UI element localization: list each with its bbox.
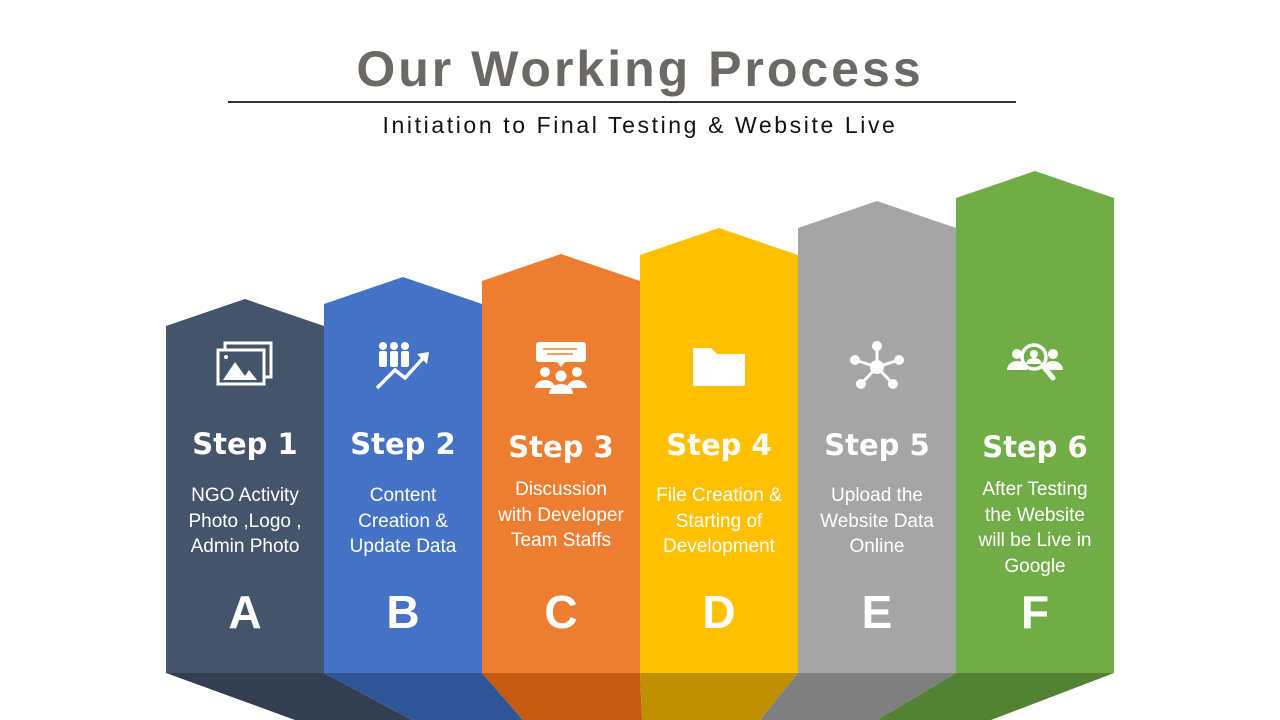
team-discussion-icon	[482, 340, 640, 396]
people-growth-icon	[324, 340, 482, 396]
step-label: Step 5	[824, 428, 930, 462]
title-divider	[228, 101, 1016, 103]
column-shadow	[640, 673, 798, 720]
step-letter: E	[861, 586, 893, 638]
step-column-shape	[956, 171, 1114, 673]
step-column-shape	[798, 201, 956, 673]
step-letter: D	[702, 586, 736, 638]
step-description: Content Creation & Update Data	[349, 485, 457, 557]
column-shadow	[877, 673, 1114, 720]
step-label: Step 6	[982, 430, 1088, 464]
step-column-shape	[324, 277, 482, 673]
step-letter: C	[544, 586, 578, 638]
step-label: Step 2	[350, 427, 456, 461]
column-shadow	[760, 673, 956, 720]
column-shadow	[324, 673, 523, 720]
step-column-shape	[482, 254, 640, 673]
page-title: Our Working Process	[356, 41, 924, 97]
page-subtitle: Initiation to Final Testing & Website Li…	[382, 112, 898, 138]
network-icon	[798, 340, 956, 396]
step-letter: B	[386, 586, 420, 638]
image-gallery-icon	[166, 340, 324, 396]
step-description: After Testing the Website will be Live i…	[978, 479, 1092, 577]
user-search-icon	[956, 340, 1114, 396]
step-column-shape	[640, 228, 798, 673]
step-label: Step 3	[508, 430, 614, 464]
step-description: Discussion with Developer Team Staffs	[498, 479, 624, 551]
column-shadow	[482, 673, 642, 720]
step-letter: A	[228, 586, 262, 638]
step-description: NGO Activity Photo ,Logo , Admin Photo	[188, 485, 302, 557]
column-shadow	[166, 673, 412, 720]
step-letter: F	[1020, 586, 1050, 638]
folder-icon	[640, 340, 798, 396]
step-label: Step 1	[192, 427, 298, 461]
step-description: Upload the Website Data Online	[820, 485, 934, 557]
step-column-shape	[166, 299, 324, 673]
step-description: File Creation & Starting of Development	[656, 485, 782, 557]
step-label: Step 4	[666, 428, 772, 462]
